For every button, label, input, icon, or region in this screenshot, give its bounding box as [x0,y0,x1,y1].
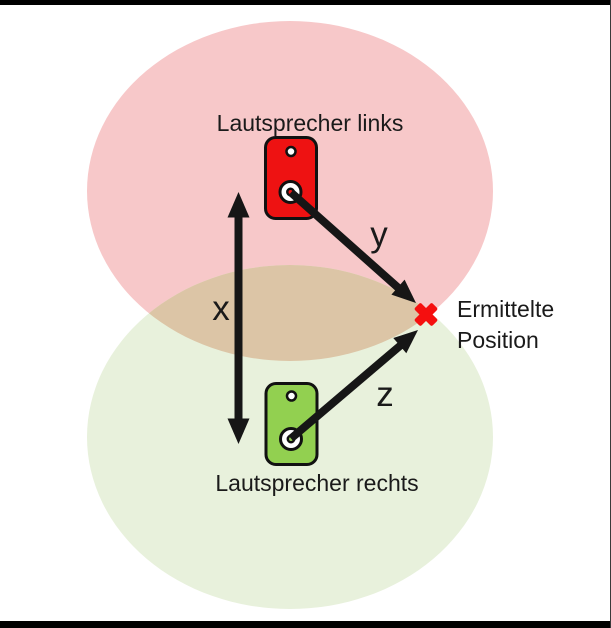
frame-top-bar [0,0,610,5]
distance-arrow-y-icon [288,189,416,303]
result-position-label: Ermittelte Position [457,294,554,356]
distance-z-label: z [376,375,394,414]
speaker-left-icon [264,136,318,220]
distance-arrow-z-icon [288,330,418,442]
result-position-line1: Ermittelte [457,296,555,322]
frame-bottom-bar [0,621,610,628]
result-position-line2: Position [457,327,539,353]
distance-arrow-x-icon [227,192,250,444]
speaker-right-body [264,382,319,466]
position-marker-icon [414,303,438,326]
distance-x-label: x [212,289,230,328]
speaker-right-tweeter [285,390,298,402]
speaker-right-label: Lautsprecher rechts [215,470,419,496]
speaker-left-body [264,136,318,220]
distance-y-label: y [370,215,388,254]
speaker-left-label: Lautsprecher links [216,110,404,136]
speaker-left-tweeter [285,145,297,158]
